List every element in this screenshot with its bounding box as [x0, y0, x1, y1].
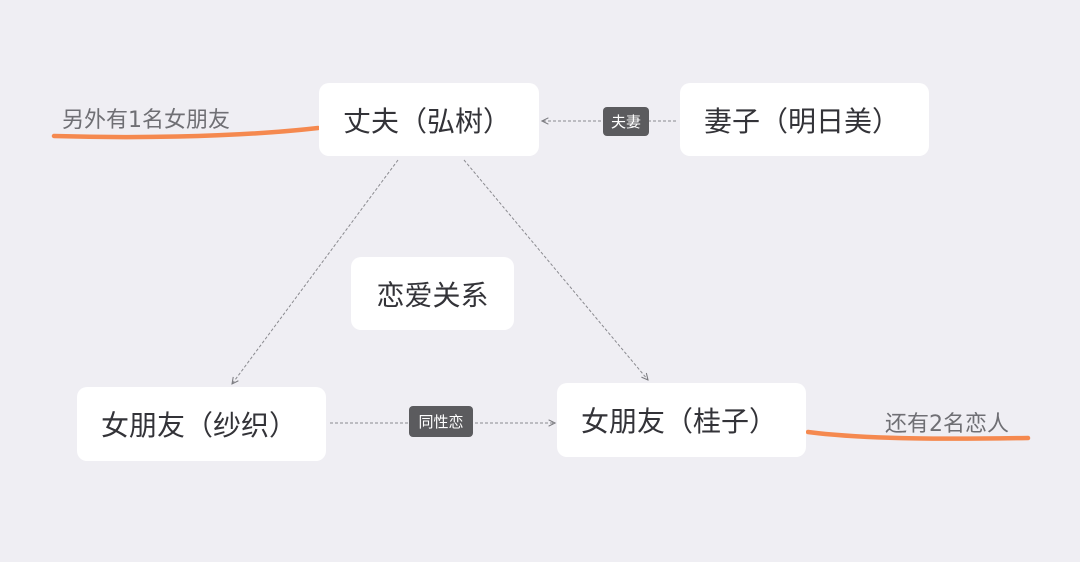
note-underline-keiko [805, 429, 1031, 441]
node-romance[interactable]: 恋爱关系 [351, 257, 514, 330]
node-girlfriend-keiko-label: 女朋友（桂子） [581, 405, 778, 438]
link-label-marriage[interactable]: 夫妻 [603, 107, 649, 136]
connector-husband-keiko [463, 159, 648, 380]
node-husband-label: 丈夫（弘树） [343, 104, 512, 138]
node-girlfriend-saori-label: 女朋友（纱织） [101, 409, 298, 442]
node-wife-label: 妻子（明日美） [704, 104, 901, 138]
node-girlfriend-keiko[interactable]: 女朋友（桂子） [557, 383, 806, 457]
node-wife[interactable]: 妻子（明日美） [680, 83, 929, 156]
note-husband[interactable]: 另外有1名女朋友 [62, 108, 230, 133]
node-husband[interactable]: 丈夫（弘树） [319, 83, 539, 156]
connector-husband-saori [232, 159, 399, 384]
node-romance-label: 恋爱关系 [376, 278, 489, 312]
node-girlfriend-saori[interactable]: 女朋友（纱织） [77, 387, 326, 461]
link-label-same-sex[interactable]: 同性恋 [409, 406, 473, 437]
note-underline-husband [51, 125, 321, 140]
note-keiko[interactable]: 还有2名恋人 [885, 412, 1009, 437]
